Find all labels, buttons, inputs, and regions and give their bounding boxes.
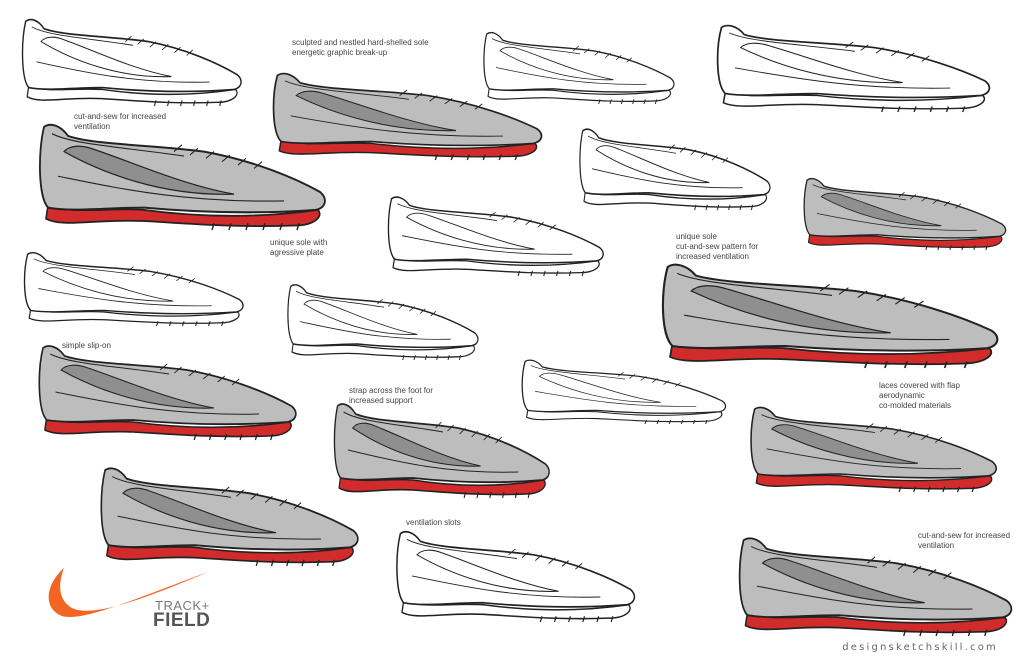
note-unique-sole-plate: unique sole with agressive plate [270, 238, 328, 257]
shoe-sketch [750, 406, 997, 493]
site-credit: designsketchskill.com [842, 642, 998, 653]
brand-field-label: FIELD [153, 610, 211, 631]
shoe-sketch [521, 359, 727, 425]
shoe-sketch [387, 196, 604, 277]
note-cut-and-sew-top: cut-and-sew for increased ventilation [74, 112, 167, 131]
shoe-sketch [272, 72, 543, 161]
shoe-sketch [803, 177, 1007, 251]
shoe-sketch [287, 284, 479, 361]
swoosh-logo-icon [48, 568, 208, 617]
note-strap-support: strap across the foot for increased supp… [349, 386, 434, 405]
shoe-sketch [39, 123, 326, 231]
note-unique-sole-pattern: unique sole cut-and-sew pattern for incr… [676, 232, 759, 261]
note-sculpted-sole: sculpted and nestled hard-shelled sole e… [292, 38, 429, 57]
note-ventilation-slots: ventilation slots [406, 518, 461, 527]
shoe-sketch [483, 31, 675, 105]
shoe-sketch [23, 252, 244, 327]
shoe-sketch [100, 467, 359, 567]
note-simple-slip-on: simple slip-on [62, 341, 111, 350]
note-cut-and-sew-bottom: cut-and-sew for increased ventilation [918, 531, 1011, 550]
shoe-sketch [21, 18, 242, 107]
brand-track-label: TRACK+ [155, 598, 210, 613]
shoe-sketch [38, 345, 297, 441]
shoe-sketch [661, 263, 999, 369]
shoe-sketch [716, 24, 991, 113]
shoe-sketch [333, 403, 550, 499]
note-laces-flap: laces covered with flap aerodynamic co-m… [879, 381, 960, 410]
shoe-sketch [579, 128, 771, 211]
shoe-sketch [396, 531, 636, 623]
shoe-sketch [738, 537, 1013, 637]
